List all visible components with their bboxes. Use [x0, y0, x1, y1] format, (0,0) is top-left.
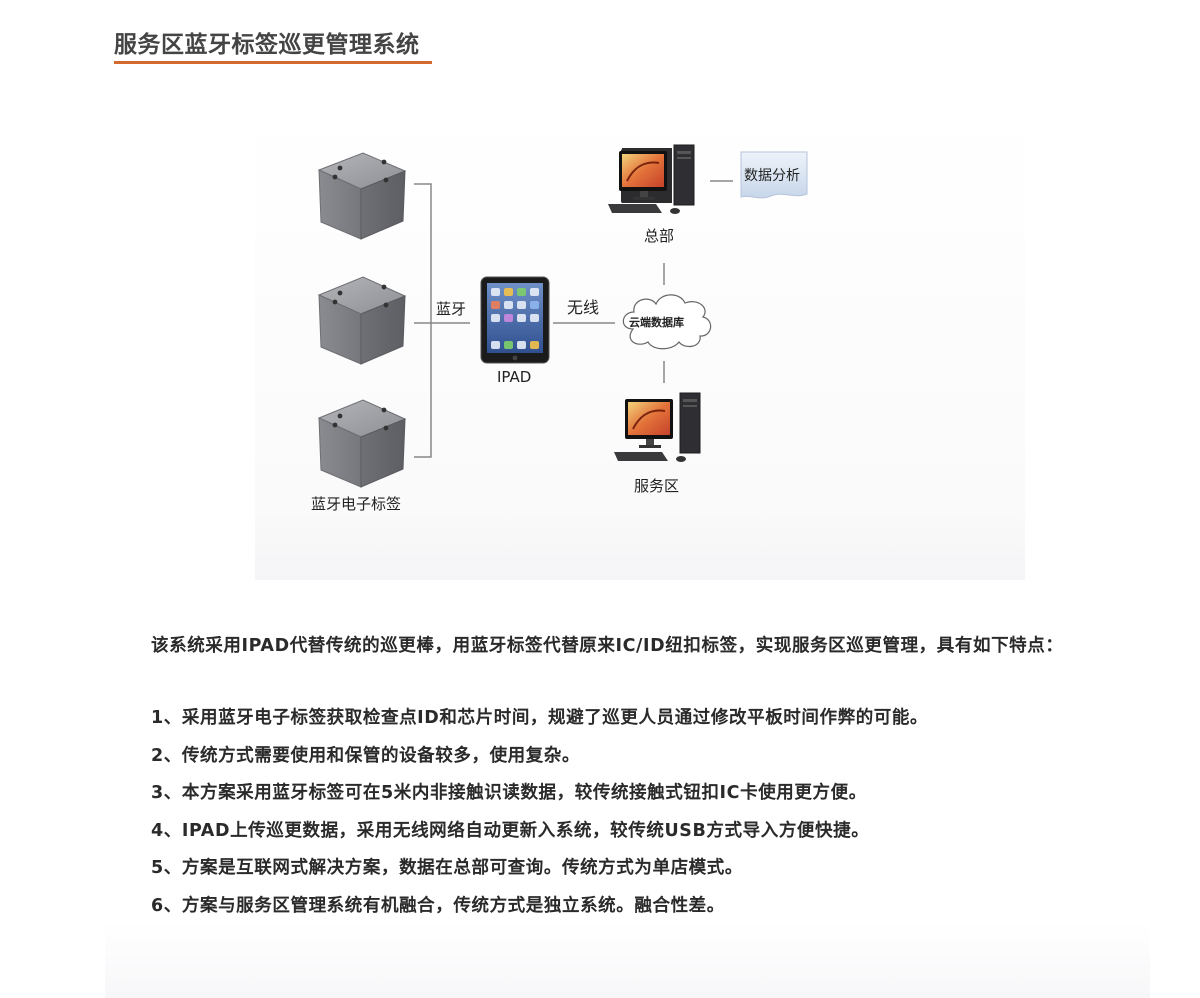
title-underline: [114, 61, 432, 64]
feature-item: 1、采用蓝牙电子标签获取检查点ID和芯片时间，规避了巡更人员通过修改平板时间作弊…: [151, 708, 929, 728]
feature-item: 2、传统方式需要使用和保管的设备较多，使用复杂。: [151, 745, 581, 766]
hq-computer-icon: [608, 144, 695, 214]
feature-item: 4、IPAD上传巡更数据，采用无线网络自动更新入系统，较传统USB方式导入方便快…: [151, 820, 870, 841]
intro-paragraph: 该系统采用IPAD代替传统的巡更棒，用蓝牙标签代替原来IC/ID纽扣标签，实现服…: [151, 636, 1064, 656]
bluetooth-tag-box-1: [317, 152, 407, 240]
service-computer-icon: [614, 392, 701, 462]
ipad-device: [480, 276, 550, 364]
cloud-database-label: 云端数据库: [629, 316, 684, 329]
data-analysis-label: 数据分析: [744, 168, 800, 184]
ipad-label: IPAD: [497, 368, 532, 386]
feature-list: 1、采用蓝牙电子标签获取检查点ID和芯片时间，规避了巡更人员通过修改平板时间作弊…: [151, 700, 928, 925]
bluetooth-tag-box-3: [317, 399, 407, 488]
service-area-label: 服务区: [634, 477, 680, 495]
data-analysis-paper-icon: [740, 151, 808, 199]
bluetooth-link-label: 蓝牙: [436, 300, 467, 318]
page-title: 服务区蓝牙标签巡更管理系统: [114, 32, 420, 58]
wireless-link-label: 无线: [567, 298, 600, 317]
bluetooth-tag-label: 蓝牙电子标签: [311, 495, 402, 513]
footer-band: [105, 922, 1150, 998]
feature-item: 5、方案是互联网式解决方案，数据在总部可查询。传统方式为单店模式。: [151, 858, 743, 878]
system-diagram: 蓝牙电子标签 蓝牙 IPAD 无线 云端数据库 总部 数据分析 服务区: [255, 105, 1025, 580]
feature-item: 6、方案与服务区管理系统有机融合，传统方式是独立系统。融合性差。: [151, 895, 725, 916]
connector-lines: [414, 180, 733, 458]
feature-item: 3、本方案采用蓝牙标签可在5米内非接触识读数据，较传统接触式钮扣IC卡使用更方便…: [151, 783, 867, 803]
diagram-graphics: [317, 144, 808, 488]
bluetooth-tag-box-2: [317, 276, 407, 365]
hq-label: 总部: [644, 227, 675, 245]
cloud-database-icon: [622, 294, 712, 350]
